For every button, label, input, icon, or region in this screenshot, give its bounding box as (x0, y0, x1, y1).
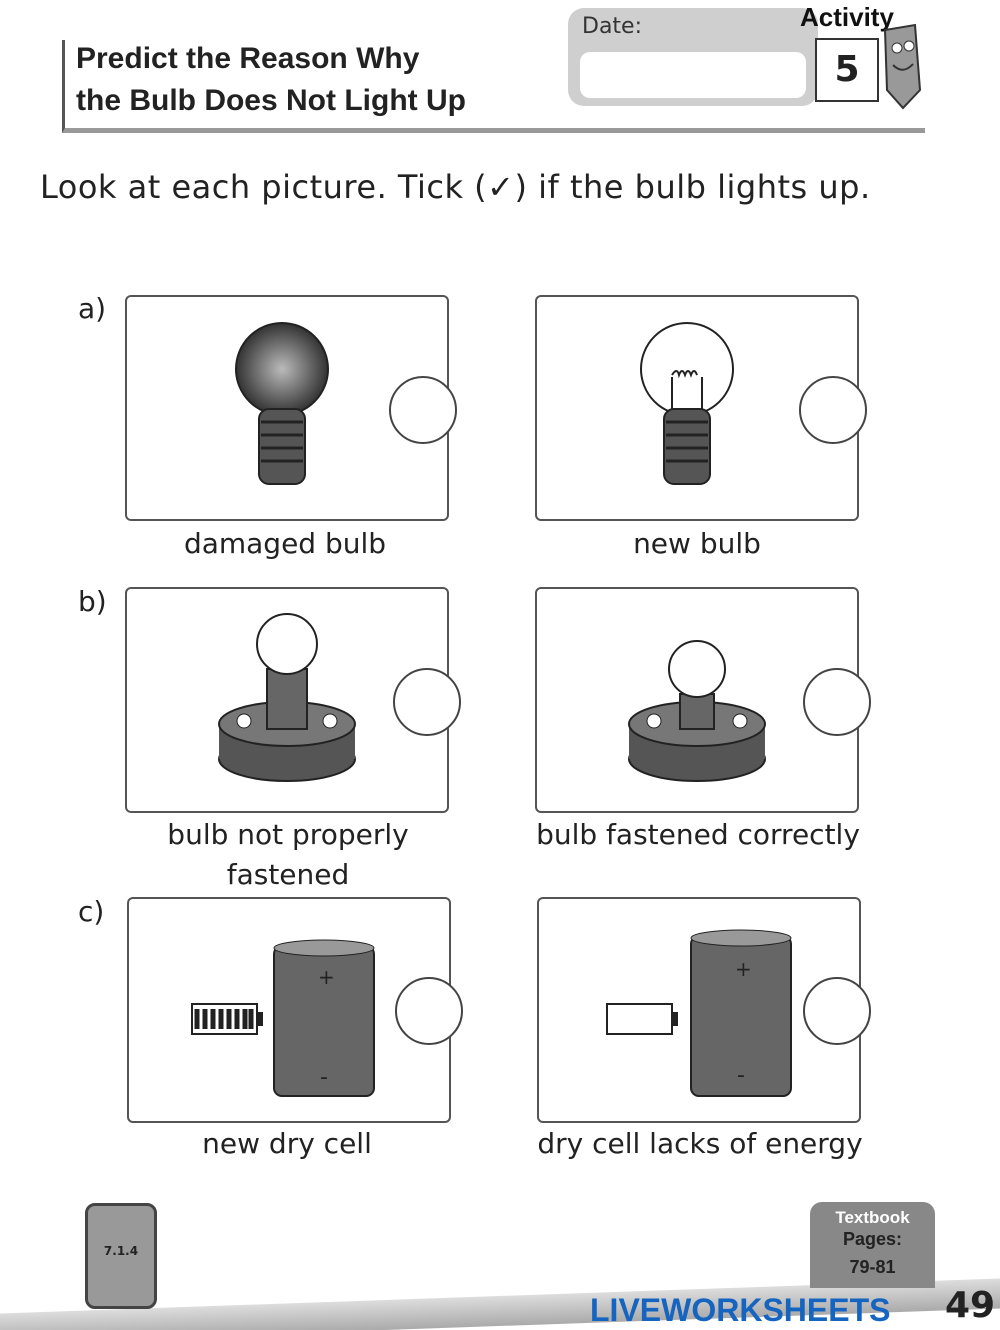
tick-circle-fastened-bulb[interactable] (803, 668, 871, 736)
watermark-logo: LIVEWORKSHEETS (590, 1292, 891, 1328)
damaged-bulb-icon (235, 322, 329, 485)
svg-text:-: - (737, 1063, 745, 1088)
caption-new-bulb: new bulb (633, 527, 761, 560)
caption-text: bulb fastened correctly (536, 818, 860, 851)
textbook-label: Textbook (835, 1208, 910, 1227)
svg-text:+: + (318, 965, 335, 989)
title-frame (62, 40, 925, 133)
question-label-a: a) (78, 292, 107, 325)
caption-new-dry-cell: new dry cell (202, 1127, 372, 1160)
date-box: Date: (568, 8, 818, 106)
loose-bulb-holder-icon (218, 613, 356, 782)
tick-circle-damaged-bulb[interactable] (389, 376, 457, 444)
caption-fastened-bulb: bulb fastened correctly (528, 815, 868, 855)
svg-text:-: - (320, 1065, 328, 1090)
full-battery-icon: +- (191, 939, 375, 1097)
pages-value: 79-81 (849, 1257, 896, 1277)
caption-damaged-bulb: damaged bulb (183, 527, 387, 560)
activity-number: 5 (815, 38, 879, 102)
instruction-text: Look at each picture. Tick (✓) if the bu… (40, 168, 871, 206)
date-input[interactable] (580, 52, 806, 98)
date-label: Date: (582, 14, 642, 39)
picture-panel (535, 295, 859, 521)
pages-label: Pages: (842, 1229, 903, 1249)
caption-text: bulb not properly fastened (167, 818, 409, 891)
picture-panel: +- (537, 897, 861, 1123)
title-line-2: the Bulb Does Not Light Up (76, 84, 466, 117)
fastened-bulb-holder-icon (628, 640, 766, 782)
tick-circle-new-dry-cell[interactable] (395, 977, 463, 1045)
svg-text:+: + (735, 957, 752, 981)
question-label-b: b) (78, 585, 107, 618)
textbook-pages-box: Textbook Pages: 79-81 (810, 1202, 935, 1288)
page-title: Predict the Reason Why the Bulb Does Not… (76, 38, 466, 122)
caption-loose-bulb: bulb not properly fastened (118, 815, 458, 895)
new-bulb-icon (640, 322, 734, 485)
curriculum-code: 7.1.4 (85, 1203, 157, 1309)
empty-battery-icon: +- (606, 929, 792, 1097)
page-number: 49 (945, 1285, 996, 1326)
tick-circle-new-bulb[interactable] (799, 376, 867, 444)
caption-empty-dry-cell: dry cell lacks of energy (537, 1127, 863, 1160)
tick-circle-empty-dry-cell[interactable] (803, 977, 871, 1045)
question-label-c: c) (78, 895, 105, 928)
pencil-mascot-icon (883, 23, 922, 110)
tick-circle-loose-bulb[interactable] (393, 668, 461, 736)
title-line-1: Predict the Reason Why (76, 42, 420, 75)
activity-label: Activity (800, 2, 894, 32)
